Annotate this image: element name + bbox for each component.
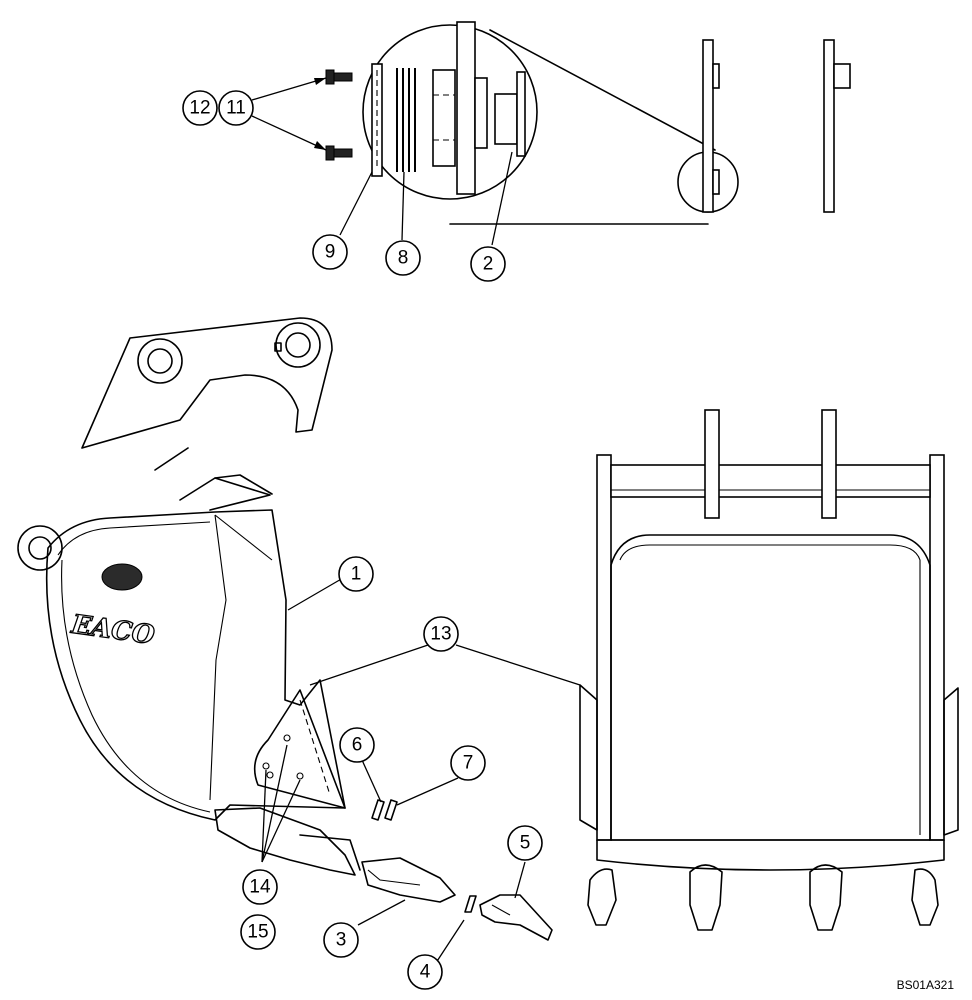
bolt-icon [325, 145, 353, 161]
bucket-front-view [579, 409, 959, 931]
tooth-icon [479, 894, 553, 941]
callout-12: 12 [182, 90, 218, 126]
svg-text:9: 9 [325, 242, 336, 263]
callout-15: 15 [240, 914, 276, 950]
tooth-icon [689, 864, 723, 931]
callout-5: 5 [507, 825, 543, 861]
svg-text:1: 1 [351, 564, 362, 585]
svg-text:15: 15 [247, 922, 268, 943]
bracket-block [432, 21, 526, 195]
pin-icon [464, 895, 477, 913]
svg-text:7: 7 [463, 753, 474, 774]
callout-6: 6 [339, 727, 375, 763]
adapter-side [214, 807, 361, 876]
svg-text:11: 11 [226, 98, 246, 119]
brand-logo-text: EACO [69, 610, 157, 651]
svg-text:8: 8 [398, 248, 409, 269]
callout-11: 11 [218, 90, 254, 126]
svg-text:14: 14 [249, 877, 271, 898]
callout-14: 14 [242, 869, 278, 905]
bucket-side-view: EACO [17, 474, 346, 821]
detail-magnifier [362, 24, 739, 225]
svg-text:4: 4 [420, 962, 431, 983]
svg-text:3: 3 [336, 930, 347, 951]
tooth-icon [809, 864, 843, 931]
callout-8: 8 [385, 240, 421, 276]
svg-text:13: 13 [430, 624, 451, 645]
callout-2: 2 [470, 246, 506, 282]
figure-code: BS01A321 [896, 978, 954, 992]
plate-part-9 [371, 63, 383, 177]
callout-7: 7 [450, 745, 486, 781]
svg-text:12: 12 [189, 98, 210, 119]
tooth-icon [361, 857, 456, 903]
callout-4: 4 [407, 954, 443, 990]
svg-text:5: 5 [520, 833, 531, 854]
shim-icon [396, 68, 416, 172]
side-cutter [253, 689, 346, 809]
callout-1: 1 [338, 556, 374, 592]
bucket-bracket [81, 317, 333, 471]
tooth-icon [911, 868, 939, 926]
bolt-icon [325, 69, 353, 85]
svg-text:6: 6 [352, 735, 363, 756]
retainer-parts [371, 799, 398, 821]
callout-9: 9 [312, 234, 348, 270]
leader-lines [251, 77, 581, 976]
side-plate-view [702, 39, 851, 213]
svg-text:2: 2 [483, 254, 494, 275]
tooth-icon [587, 868, 617, 926]
callout-3: 3 [323, 922, 359, 958]
callout-13: 13 [423, 616, 459, 652]
